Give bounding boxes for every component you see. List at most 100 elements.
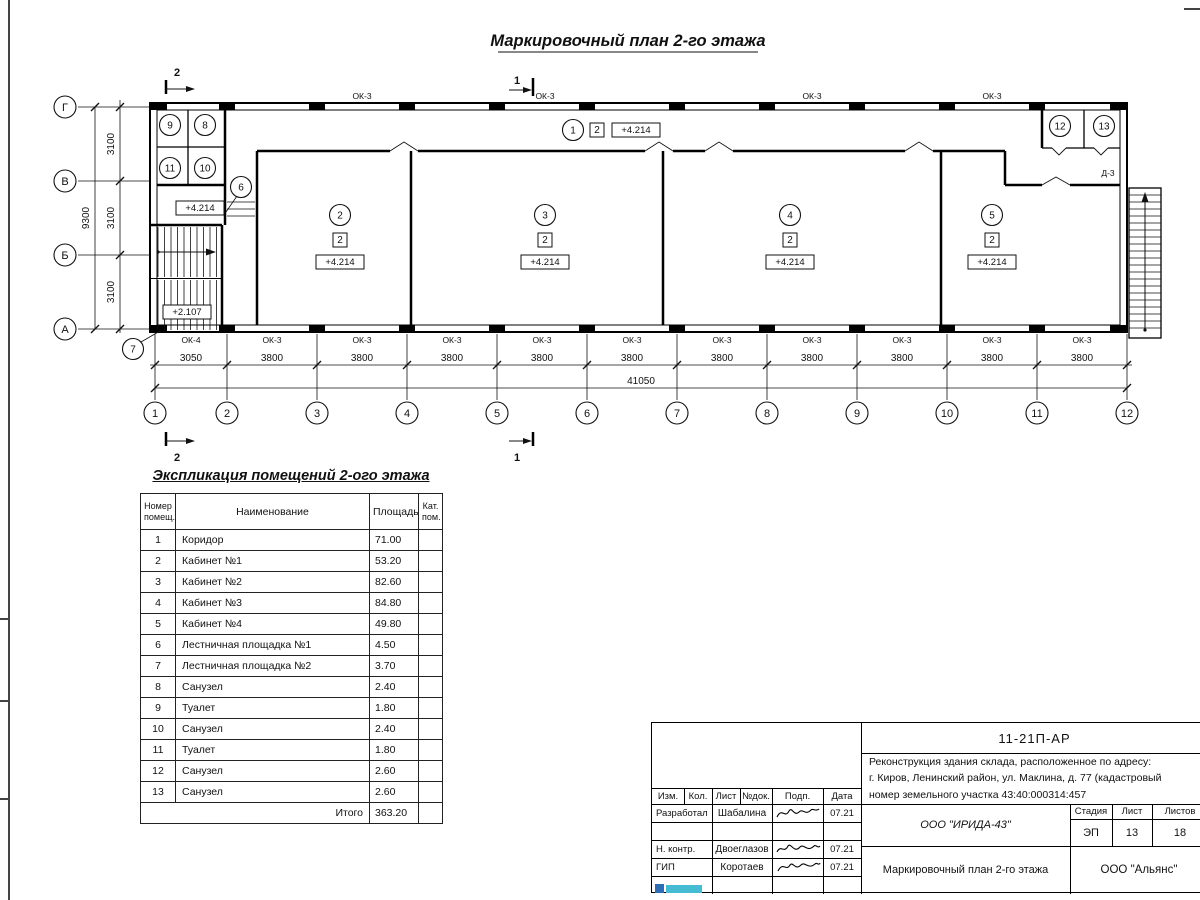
door-mark-label: Д-3	[1101, 168, 1115, 178]
window-label: ОК-3	[352, 335, 371, 345]
svg-text:2: 2	[787, 235, 793, 246]
elevation-mark: +4.214	[175, 200, 225, 216]
col-kol: Кол.	[688, 790, 708, 802]
room-number-7: 7	[121, 337, 145, 361]
svg-text:5: 5	[989, 211, 995, 222]
window-label: ОК-3	[982, 91, 1001, 101]
svg-text:В: В	[61, 176, 68, 188]
svg-text:+4.214: +4.214	[621, 125, 650, 136]
dim-label: 3800	[441, 353, 464, 364]
dim-label: 3800	[351, 353, 374, 364]
room-number-3: 3	[533, 203, 557, 227]
wall-piers-bottom	[150, 325, 1127, 332]
window-label: ОК-4	[181, 335, 200, 345]
interior-walls	[150, 110, 1120, 332]
name-gip: Коротаев	[720, 861, 764, 873]
building-walls	[149, 102, 1128, 333]
role-developer: Разработал	[656, 807, 708, 819]
dim-label: 3800	[621, 353, 644, 364]
category-mark: 2	[782, 232, 798, 248]
dim-label: 3800	[261, 353, 284, 364]
window-label: ОК-3	[622, 335, 641, 345]
axis-mark: 12	[1115, 401, 1139, 425]
axis-mark: В	[53, 169, 77, 193]
svg-text:2: 2	[594, 125, 600, 136]
svg-text:Г: Г	[62, 102, 68, 114]
wall-piers-top	[150, 103, 1127, 110]
axis-circles-left: Г В Б А	[53, 95, 77, 341]
svg-text:2: 2	[174, 452, 180, 464]
frame-tick-top-right	[1184, 8, 1200, 10]
dim-label: 3800	[1071, 353, 1094, 364]
window-labels-bottom: ОК-4 ОК-3 ОК-3 ОК-3 ОК-3 ОК-3 ОК-3 ОК-3 …	[181, 335, 1091, 345]
room-number-5: 5	[980, 203, 1004, 227]
stamp-bar	[666, 884, 702, 893]
svg-text:1: 1	[152, 408, 158, 420]
svg-text:+4.214: +4.214	[977, 257, 1006, 268]
frame-left-line	[8, 0, 10, 900]
axis-mark: 11	[1025, 401, 1049, 425]
room-number-1: 1	[561, 118, 585, 142]
title-block: 11-21П-АР Реконструкция здания склада, р…	[651, 722, 1200, 894]
svg-text:+2.107: +2.107	[172, 307, 201, 318]
room-number-4: 4	[778, 203, 802, 227]
window-label: ОК-3	[892, 335, 911, 345]
dim-label: 3050	[180, 353, 203, 364]
svg-text:+4.214: +4.214	[775, 257, 804, 268]
floor-plan: Маркировочный план 2-го этажа	[53, 32, 1162, 464]
col-header-name: Наименование	[175, 493, 370, 530]
svg-text:Б: Б	[61, 250, 68, 262]
axis-mark: 3	[305, 401, 329, 425]
frame-tick-2	[0, 700, 8, 702]
door-swings	[389, 141, 1109, 186]
window-labels-top: ОК-3 ОК-3 ОК-3 ОК-3	[352, 91, 1001, 101]
sheet-label: Лист	[1121, 806, 1143, 817]
window-label: ОК-3	[802, 91, 821, 101]
elevation-mark: +4.214	[967, 254, 1017, 270]
plan-title: Маркировочный план 2-го этажа	[490, 32, 765, 50]
axis-mark: 6	[575, 401, 599, 425]
svg-text:2: 2	[337, 211, 343, 222]
elevation-mark-stair: +2.107	[162, 304, 212, 320]
elevation-marks: +4.214 +4.214 +4.214 +4.214 +4.214 +4.21…	[162, 122, 1017, 320]
svg-text:1: 1	[570, 126, 576, 137]
elevation-mark: +4.214	[315, 254, 365, 270]
room-marks: 9 8 11 10 6 7 1 2 3 4 5 12 13	[121, 113, 1116, 361]
svg-text:+4.214: +4.214	[325, 257, 354, 268]
svg-text:1: 1	[514, 75, 520, 87]
section-mark-2-bottom: 2	[164, 432, 195, 464]
axis-mark: 4	[395, 401, 419, 425]
axis-mark: Г	[53, 95, 77, 119]
svg-text:+4.214: +4.214	[185, 203, 214, 214]
svg-text:2: 2	[224, 408, 230, 420]
dimensions-bottom: 3050 3800 3800 3800 3800 3800 3800 3800 …	[150, 334, 1132, 400]
section-mark-2-top: 2	[164, 67, 195, 94]
frame-tick-3	[0, 798, 8, 800]
explication-title: Экспликация помещений 2-ого этажа	[152, 468, 430, 484]
date-ncontrol: 07.21	[830, 843, 854, 855]
dim-label: 3100	[106, 206, 117, 229]
window-label: ОК-3	[1072, 335, 1091, 345]
axis-mark: 1	[143, 401, 167, 425]
dim-label: 3100	[106, 280, 117, 303]
stage-value: ЭП	[1083, 826, 1099, 839]
interior-walls-thin	[157, 110, 1120, 185]
doc-code: 11-21П-АР	[998, 730, 1071, 746]
landing-steps	[227, 201, 255, 217]
role-ncontrol: Н. контр.	[656, 843, 696, 855]
elevation-mark: +4.214	[611, 122, 661, 138]
category-mark: 2	[332, 232, 348, 248]
axis-mark: А	[53, 317, 77, 341]
